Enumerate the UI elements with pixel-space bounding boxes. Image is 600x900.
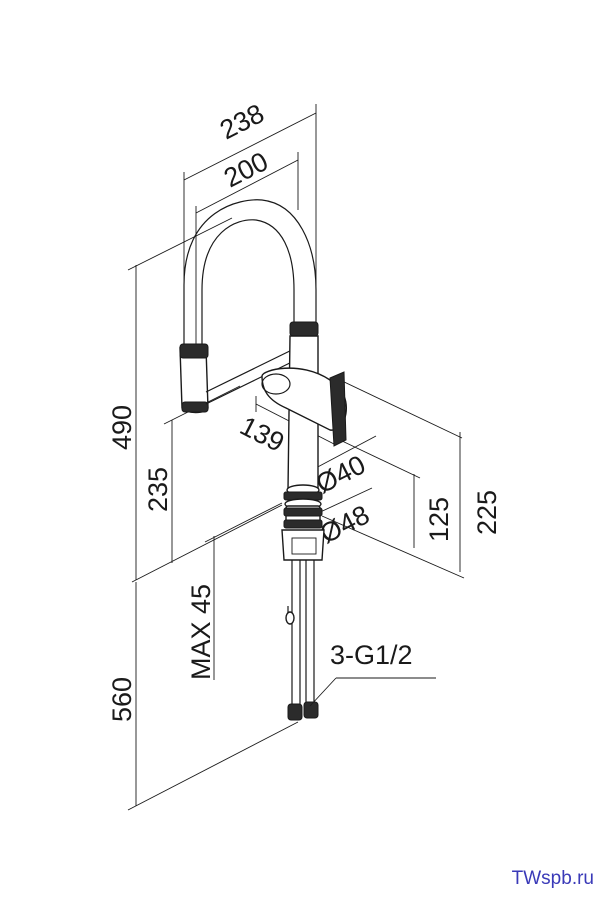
dim-label-225: 225 bbox=[472, 490, 502, 535]
dimension-spout-reach: 200 bbox=[195, 146, 299, 350]
dimension-lever-height: 125 bbox=[339, 439, 454, 548]
dim-label-238: 238 bbox=[215, 98, 269, 145]
connection-label: 3-G1/2 bbox=[330, 640, 413, 670]
dimension-hose-length: 560 bbox=[107, 582, 299, 811]
dimension-total-height: 490 bbox=[107, 217, 233, 580]
dim-label-d48: Ø48 bbox=[315, 499, 374, 549]
dimension-max-thickness: MAX 45 bbox=[186, 502, 283, 680]
dim-label-200: 200 bbox=[219, 146, 273, 193]
faucet-body bbox=[179, 199, 348, 721]
dim-label-560: 560 bbox=[107, 677, 137, 722]
dimension-body-diameter: Ø40 bbox=[311, 435, 377, 499]
connection-callout: 3-G1/2 bbox=[309, 640, 436, 707]
dim-label-235: 235 bbox=[143, 467, 173, 512]
dim-label-max45: MAX 45 bbox=[186, 584, 216, 680]
watermark-text: TWspb.ru bbox=[511, 868, 594, 889]
dim-label-125: 125 bbox=[424, 497, 454, 542]
dimension-body-height: 225 bbox=[321, 379, 502, 579]
dim-label-490: 490 bbox=[107, 405, 137, 450]
dim-label-139: 139 bbox=[235, 411, 289, 458]
